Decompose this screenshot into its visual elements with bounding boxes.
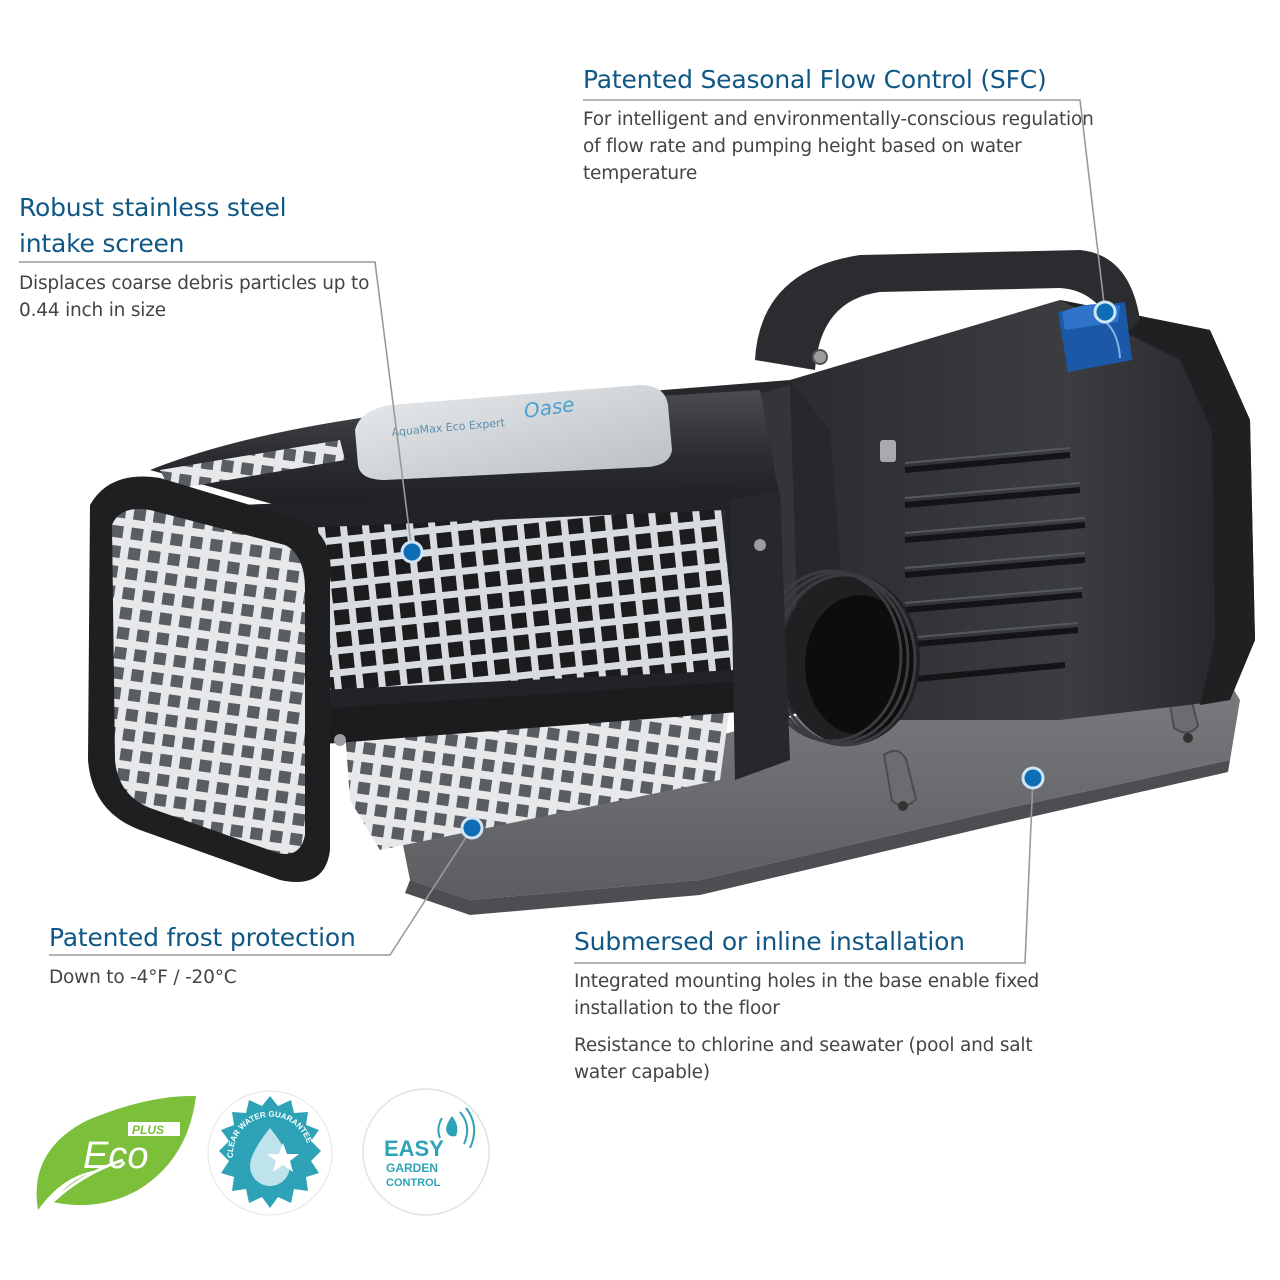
svg-text:Eco: Eco (83, 1135, 148, 1177)
callout-body: Displaces coarse debris particles up to … (19, 273, 370, 321)
callout-title-line2: intake screen (19, 229, 185, 258)
marker-intake-screen (400, 540, 424, 564)
callout-body: Down to -4°F / -20°C (49, 967, 237, 988)
callout-body-1: Integrated mounting holes in the base en… (574, 971, 1040, 1019)
svg-text:EASY: EASY (384, 1136, 444, 1161)
marker-sfc (1093, 300, 1117, 324)
marker-installation (1021, 766, 1045, 790)
svg-text:PLUS: PLUS (132, 1123, 164, 1137)
callout-body-2: Resistance to chlorine and seawater (poo… (574, 1035, 1033, 1083)
callout-title-line1: Robust stainless steel (19, 193, 287, 222)
svg-text:GARDEN: GARDEN (386, 1161, 438, 1175)
eco-plus-badge-icon: Eco PLUS (36, 1095, 196, 1210)
carry-handle (755, 250, 1140, 370)
marker-dots (400, 300, 1117, 840)
easy-garden-control-badge-icon: EASY GARDEN CONTROL (362, 1088, 490, 1216)
intake-housing: AquaMax Eco Expert Oase (88, 385, 790, 882)
callout-frost-protection: Patented frost protection Down to -4°F /… (49, 920, 449, 991)
callout-body: For intelligent and environmentally-cons… (583, 109, 1094, 184)
outlet-port (759, 569, 920, 747)
callout-title: Submersed or inline installation (574, 927, 965, 956)
leader-lines (19, 99, 1106, 964)
callout-intake-screen: Robust stainless steel intake screen Dis… (19, 190, 399, 324)
callout-title: Patented Seasonal Flow Control (SFC) (583, 65, 1047, 94)
callout-seasonal-flow-control: Patented Seasonal Flow Control (SFC) For… (583, 62, 1103, 187)
marker-frost (460, 816, 484, 840)
svg-text:CONTROL: CONTROL (386, 1177, 441, 1189)
callout-title: Patented frost protection (49, 923, 356, 952)
label-plate: AquaMax Eco Expert Oase (355, 385, 672, 480)
clear-water-guarantee-badge-icon: CLEAR WATER GUARANTEE (207, 1090, 333, 1216)
callout-installation: Submersed or inline installation Integra… (574, 924, 1044, 1086)
